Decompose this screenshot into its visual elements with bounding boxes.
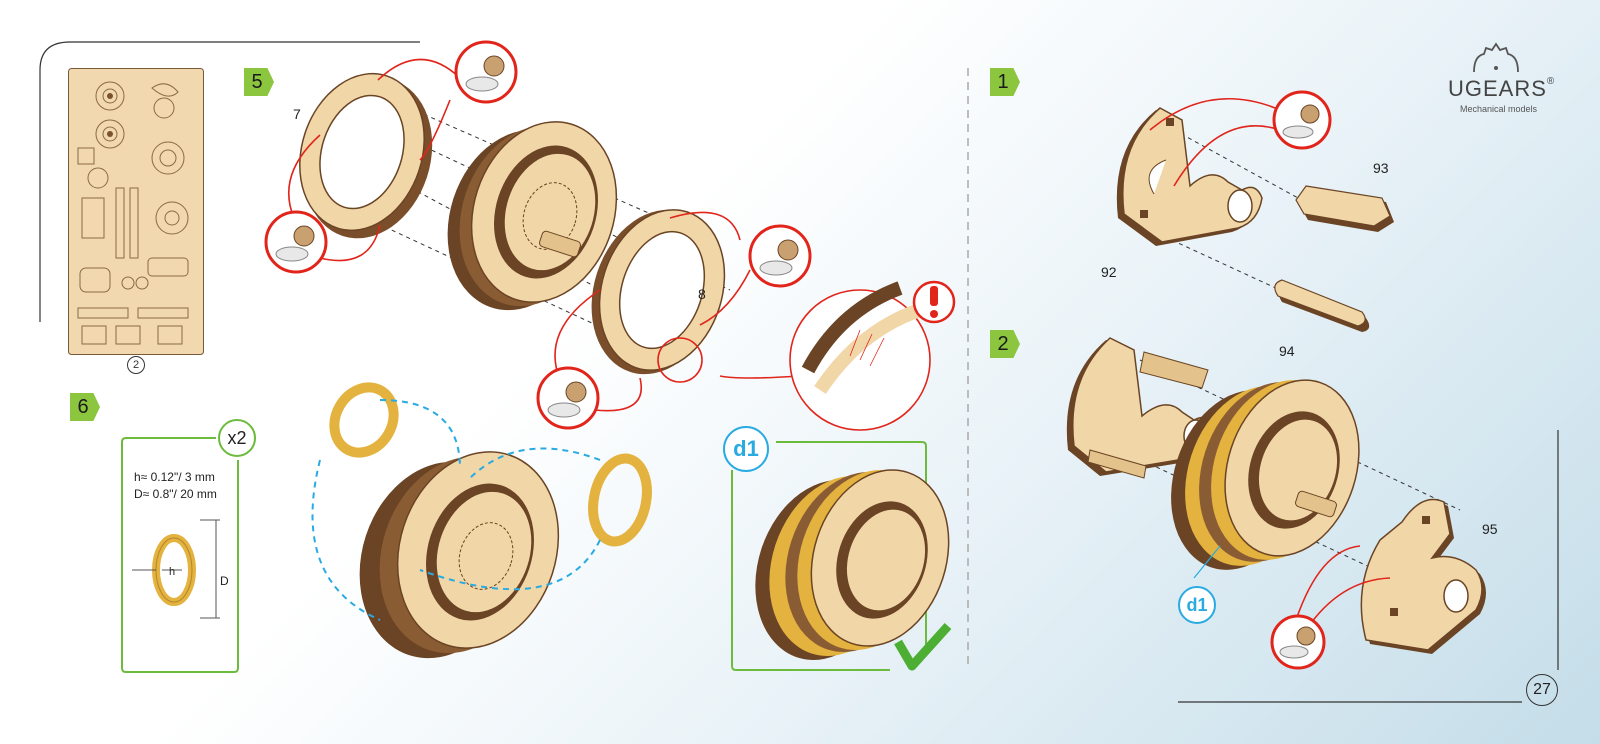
step-2-badge: 2 [990,330,1020,358]
page-number: 27 [1526,674,1558,706]
part-label-92: 92 [1101,264,1117,280]
plywood-sheet-thumbnail [68,68,204,355]
band-count-badge: x2 [218,419,256,457]
band-height-spec: h≈ 0.12"/ 3 mm [134,470,215,484]
brand-name-text: UGEARS [1448,76,1547,101]
d1-detail-box [731,441,952,671]
d1-detail-label: d1 [723,426,769,472]
rubber-band-spec-box [121,437,239,673]
band-diameter-spec: D≈ 0.8"/ 20 mm [134,487,217,501]
step-5-exploded-wheel-illustration [264,40,956,431]
step-5-badge: 5 [244,68,274,96]
band-d-label: D [220,574,229,588]
step-2-assembly-illustration [1066,337,1486,670]
part-label-7: 7 [293,106,301,122]
step-6-badge: 6 [70,393,100,421]
brand-name: UGEARS® [1448,76,1555,102]
step-1-badge: 1 [990,68,1020,96]
band-h-label: h [169,566,176,578]
part-label-93: 93 [1373,160,1389,176]
step-1-parts-illustration [1116,90,1394,332]
ugears-gear-logo-icon [1473,42,1519,73]
registered-mark: ® [1546,76,1556,87]
band-fitting-illustration [311,382,652,659]
sheet-number-badge: 2 [127,356,145,374]
brand-tagline: Mechanical models [1460,104,1538,114]
part-label-95: 95 [1482,521,1498,537]
part-label-94: 94 [1279,343,1295,359]
d1-callout-badge: d1 [1178,586,1216,624]
part-label-8: 8 [698,286,706,302]
